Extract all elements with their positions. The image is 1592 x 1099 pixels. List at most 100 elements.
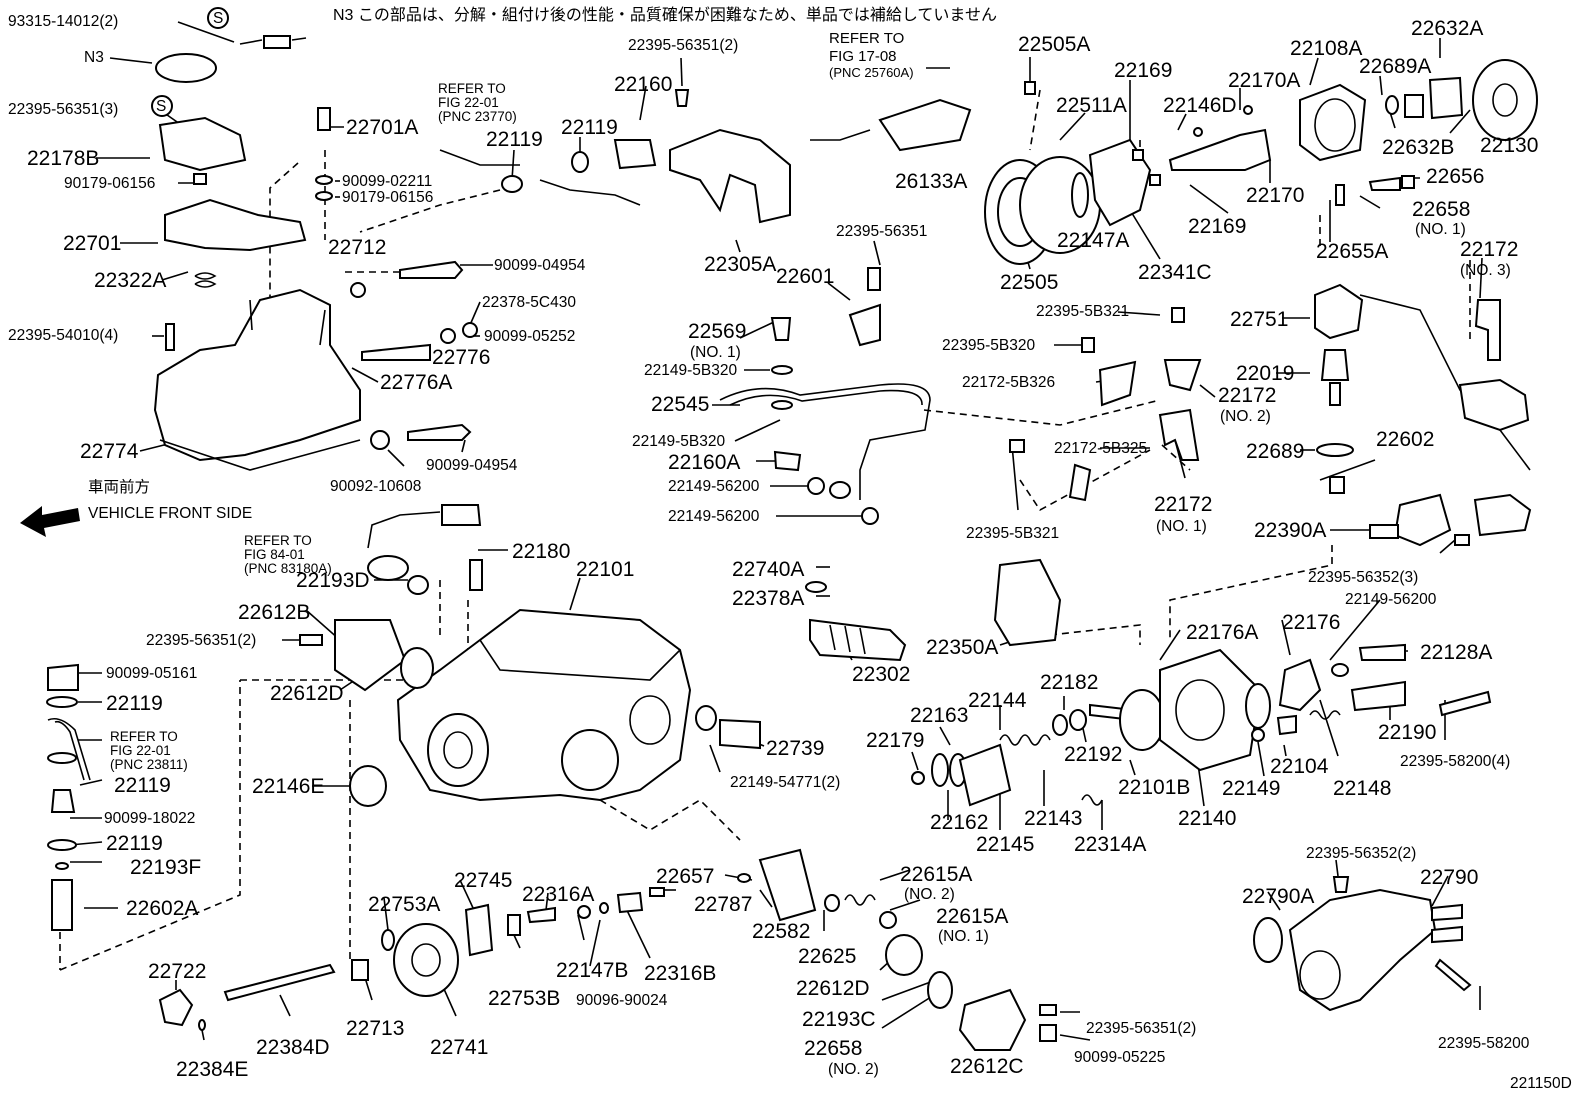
part-label: 22395-56351(2) [628,37,739,54]
refer-note-line: REFER TO [244,533,312,548]
part-label: 22395-56351 [836,223,928,240]
part-label: 22147B [556,959,629,982]
part-shapes [46,7,1538,1051]
part-label: 22395-56351(3) [8,101,119,118]
part-label: 90099-05161 [106,665,198,682]
part-label: 22602 [1376,428,1435,451]
part-label: 22101B [1118,776,1191,799]
part-label: 90099-04954 [494,257,586,274]
part-label: 22395-5B321 [966,525,1060,542]
refer-note-line: REFER TO [829,30,905,47]
part-label: 22395-56351(2) [1086,1020,1197,1037]
part-label: (NO. 1) [1415,221,1466,238]
header-note: N3 この部品は、分解・組付け後の性能・品質確保が困難なため、単品では補給してい… [333,7,997,24]
part-label: 90092-10608 [330,478,422,495]
part-label: 22790A [1242,885,1315,908]
part-label: 22632B [1382,136,1455,159]
part-label: 22395-58200(4) [1400,753,1511,770]
part-label: 22119 [106,692,163,715]
part-label: 22176 [1282,611,1341,634]
part-label: 22511A [1056,94,1127,117]
part-label: 22505A [1018,33,1091,56]
dashed-assembly-lines [59,89,1471,971]
part-label: 22146E [252,775,325,798]
part-label: 22395-54010(4) [8,327,119,344]
part-label: 22193C [802,1008,876,1031]
part-label: 22119 [486,128,543,151]
part-label: N3 [84,49,104,66]
part-label: 22179 [866,729,925,752]
diagram-id: 221150D [1510,1075,1572,1092]
refer-note-line: FIG 22-01 [110,743,171,759]
part-label: 22149-56200 [668,508,760,525]
part-label: 22176A [1186,621,1259,644]
refer-note-line: REFER TO [110,729,178,744]
part-label: 22545 [651,393,710,416]
part-label: 22180 [512,540,571,563]
part-label: 22395-56352(3) [1308,569,1419,586]
part-label: 22140 [1178,807,1237,830]
part-label: 22350A [926,636,999,659]
refer-note-fig-84-01: REFER TO FIG 84-01 (PNC 83180A) [244,533,332,577]
part-label: 22753B [488,987,561,1010]
part-label: 22741 [430,1036,489,1059]
part-label: 22657 [656,865,715,888]
part-label: 90099-05252 [484,328,576,345]
part-label: 22192 [1064,743,1123,766]
part-label: 22316A [522,883,595,906]
part-label: 22172 [1154,493,1213,516]
part-label: 22128A [1420,641,1493,664]
part-label: 22149-56200 [1345,591,1437,608]
part-label: 22341C [1138,261,1212,284]
part-label: 22170A [1228,69,1301,92]
part-label: 22160A [668,451,741,474]
part-label: 22787 [694,893,753,916]
part-label: 22751 [1230,308,1289,331]
part-label: 22130 [1480,134,1539,157]
part-label: 22612C [950,1055,1024,1078]
part-label: 22658 [1412,198,1471,221]
part-label: 22384E [176,1058,249,1081]
part-label: 90179-06156 [64,175,156,192]
part-label: 22314A [1074,833,1147,856]
part-label: 22615A [900,863,973,886]
part-label: 22143 [1024,807,1083,830]
vehicle-front-en: VEHICLE FRONT SIDE [88,505,253,522]
part-label: 22172 [1218,384,1277,407]
part-label: 22612B [238,601,311,624]
part-label: 22655A [1316,240,1389,263]
part-label: 22316B [644,962,717,985]
part-label: 22701A [346,116,419,139]
part-label: 22656 [1426,165,1485,188]
refer-note-line: FIG 17-08 [829,47,897,65]
part-label: 90096-90024 [576,992,668,1009]
part-label: 22119 [561,116,618,139]
part-label: 26133A [895,170,968,193]
part-label: 22169 [1188,215,1247,238]
part-label: 22582 [752,920,811,943]
part-label: (NO. 2) [828,1061,879,1078]
part-label: (NO. 1) [1156,518,1207,535]
refer-note-line: FIG 22-01 [438,95,499,111]
part-label: 22144 [968,689,1027,712]
part-label: 22658 [804,1037,863,1060]
part-label: 22172-5B325 [1054,440,1148,457]
part-label: 22689 [1246,440,1305,463]
part-label: S [156,98,167,115]
part-label: 22146D [1163,94,1237,117]
part-label: 22790 [1420,866,1479,889]
part-label: 22169 [1114,59,1173,82]
part-label: 22602A [126,897,199,920]
part-label: 22149-5B320 [632,433,726,450]
part-label: 22160 [614,73,673,96]
refer-note-line: FIG 84-01 [244,547,305,563]
part-label: 22305A [704,253,777,276]
part-label: 22172 [1460,238,1519,261]
vehicle-front-arrow-icon [20,506,80,537]
part-label: 90099-02211 [342,173,433,190]
refer-note-line: (PNC 83180A) [244,561,332,577]
part-label: 22395-5B321 [1036,303,1130,320]
part-label: 22019 [1236,362,1295,385]
part-label: 22378-5C430 [482,294,576,311]
